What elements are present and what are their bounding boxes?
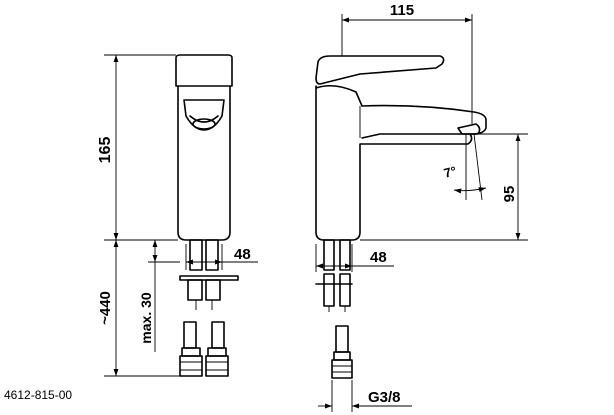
side-view (315, 55, 487, 379)
dim-width-top-label: 115 (390, 2, 414, 19)
dimension-max-thread: max. 30 (138, 240, 180, 352)
dimension-thread-size: G3/8 (318, 380, 412, 412)
front-view (175, 54, 239, 377)
dimension-height-hoses: ~440 (97, 240, 180, 377)
dim-spout-angle-label: 7° (442, 163, 458, 181)
dimension-width-top: 115 (341, 2, 473, 124)
dim-max-thread-label: max. 30 (138, 292, 154, 344)
dim-base-front-label: 48 (234, 246, 251, 263)
dim-base-side-label: 48 (370, 249, 387, 266)
dim-height-body-label: 165 (97, 137, 114, 164)
dimension-spout-angle: 7° (442, 133, 487, 201)
dimension-base-front: 48 (185, 244, 258, 270)
dim-height-hoses-label: ~440 (97, 291, 114, 325)
dim-thread-size-label: G3/8 (368, 389, 401, 406)
dimension-spout-height: 95 (360, 133, 528, 241)
side-hoses (315, 239, 353, 379)
front-hoses (179, 239, 239, 377)
part-number: 4612-815-00 (4, 388, 72, 402)
dim-spout-height-label: 95 (501, 186, 518, 203)
dimension-height-body: 165 (97, 54, 178, 241)
dimension-base-side: 48 (315, 244, 394, 272)
